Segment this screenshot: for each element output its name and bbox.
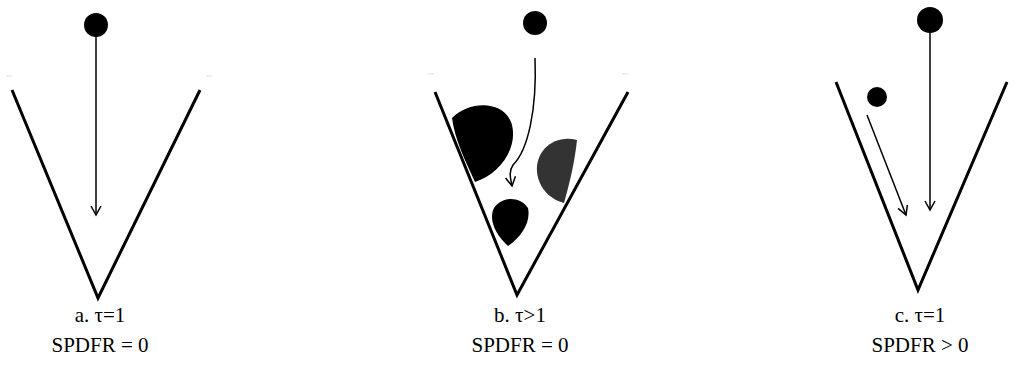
spdfr-value: SPDFR = 0 [471, 334, 568, 357]
spdfr-value: SPDFR > 0 [871, 334, 968, 357]
panel-caption: c. τ=1 [895, 304, 946, 327]
panel-caption: a. τ=1 [75, 304, 126, 327]
spdfr-value: SPDFR = 0 [51, 334, 148, 357]
panel-caption: b. τ>1 [494, 304, 546, 327]
